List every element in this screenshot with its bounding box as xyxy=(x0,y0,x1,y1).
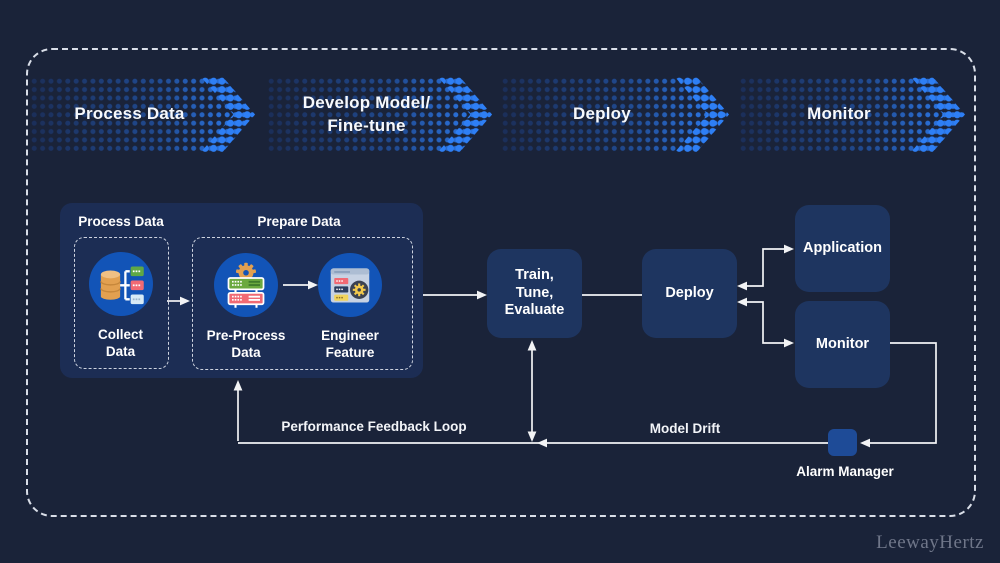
preprocess-data-label: Pre-Process Data xyxy=(206,328,286,361)
banner-label: Deploy xyxy=(573,104,631,124)
engineer-feature-icon-circle xyxy=(318,253,382,317)
train-tune-evaluate-label: Train, Tune, Evaluate xyxy=(504,266,565,319)
monitor-node: Monitor xyxy=(795,301,890,388)
performance-feedback-loop-label: Performance Feedback Loop xyxy=(281,419,467,434)
deploy-label: Deploy xyxy=(665,284,714,301)
process-data-group-title: Process Data xyxy=(78,214,164,229)
collect-data-box xyxy=(74,237,169,369)
deploy-node: Deploy xyxy=(642,249,737,338)
application-label: Application xyxy=(803,239,882,256)
alarm-manager-label: Alarm Manager xyxy=(796,464,894,479)
train-tune-evaluate-node: Train, Tune, Evaluate xyxy=(487,249,582,338)
monitor-label: Monitor xyxy=(815,335,870,352)
banner-develop-model: Develop Model/ Fine-tune xyxy=(267,77,492,152)
banner-label: Process Data xyxy=(74,104,185,124)
alarm-box-icon xyxy=(828,429,857,456)
banner-monitor: Monitor xyxy=(739,77,965,152)
prepare-data-group-title: Prepare Data xyxy=(257,214,341,229)
database-tree-icon xyxy=(100,266,144,305)
collect-data-label: Collect Data xyxy=(97,327,143,360)
banner-label: Monitor xyxy=(807,104,871,124)
banner-label: Develop Model/ Fine-tune xyxy=(302,93,431,135)
preprocess-data-icon-circle xyxy=(214,253,278,317)
banner-process-data: Process Data xyxy=(30,77,255,152)
model-drift-label: Model Drift xyxy=(649,421,721,436)
engineer-feature-label: Engineer Feature xyxy=(321,328,379,361)
leewayhertz-watermark: LeewayHertz xyxy=(876,532,984,553)
prepare-data-box xyxy=(192,237,413,370)
application-node: Application xyxy=(795,205,890,292)
banner-deploy: Deploy xyxy=(501,77,729,152)
server-stack-gear-icon xyxy=(227,262,265,308)
diagram-boundary xyxy=(26,48,976,517)
collect-data-icon-circle xyxy=(89,252,153,316)
app-window-gear-icon xyxy=(330,268,370,303)
